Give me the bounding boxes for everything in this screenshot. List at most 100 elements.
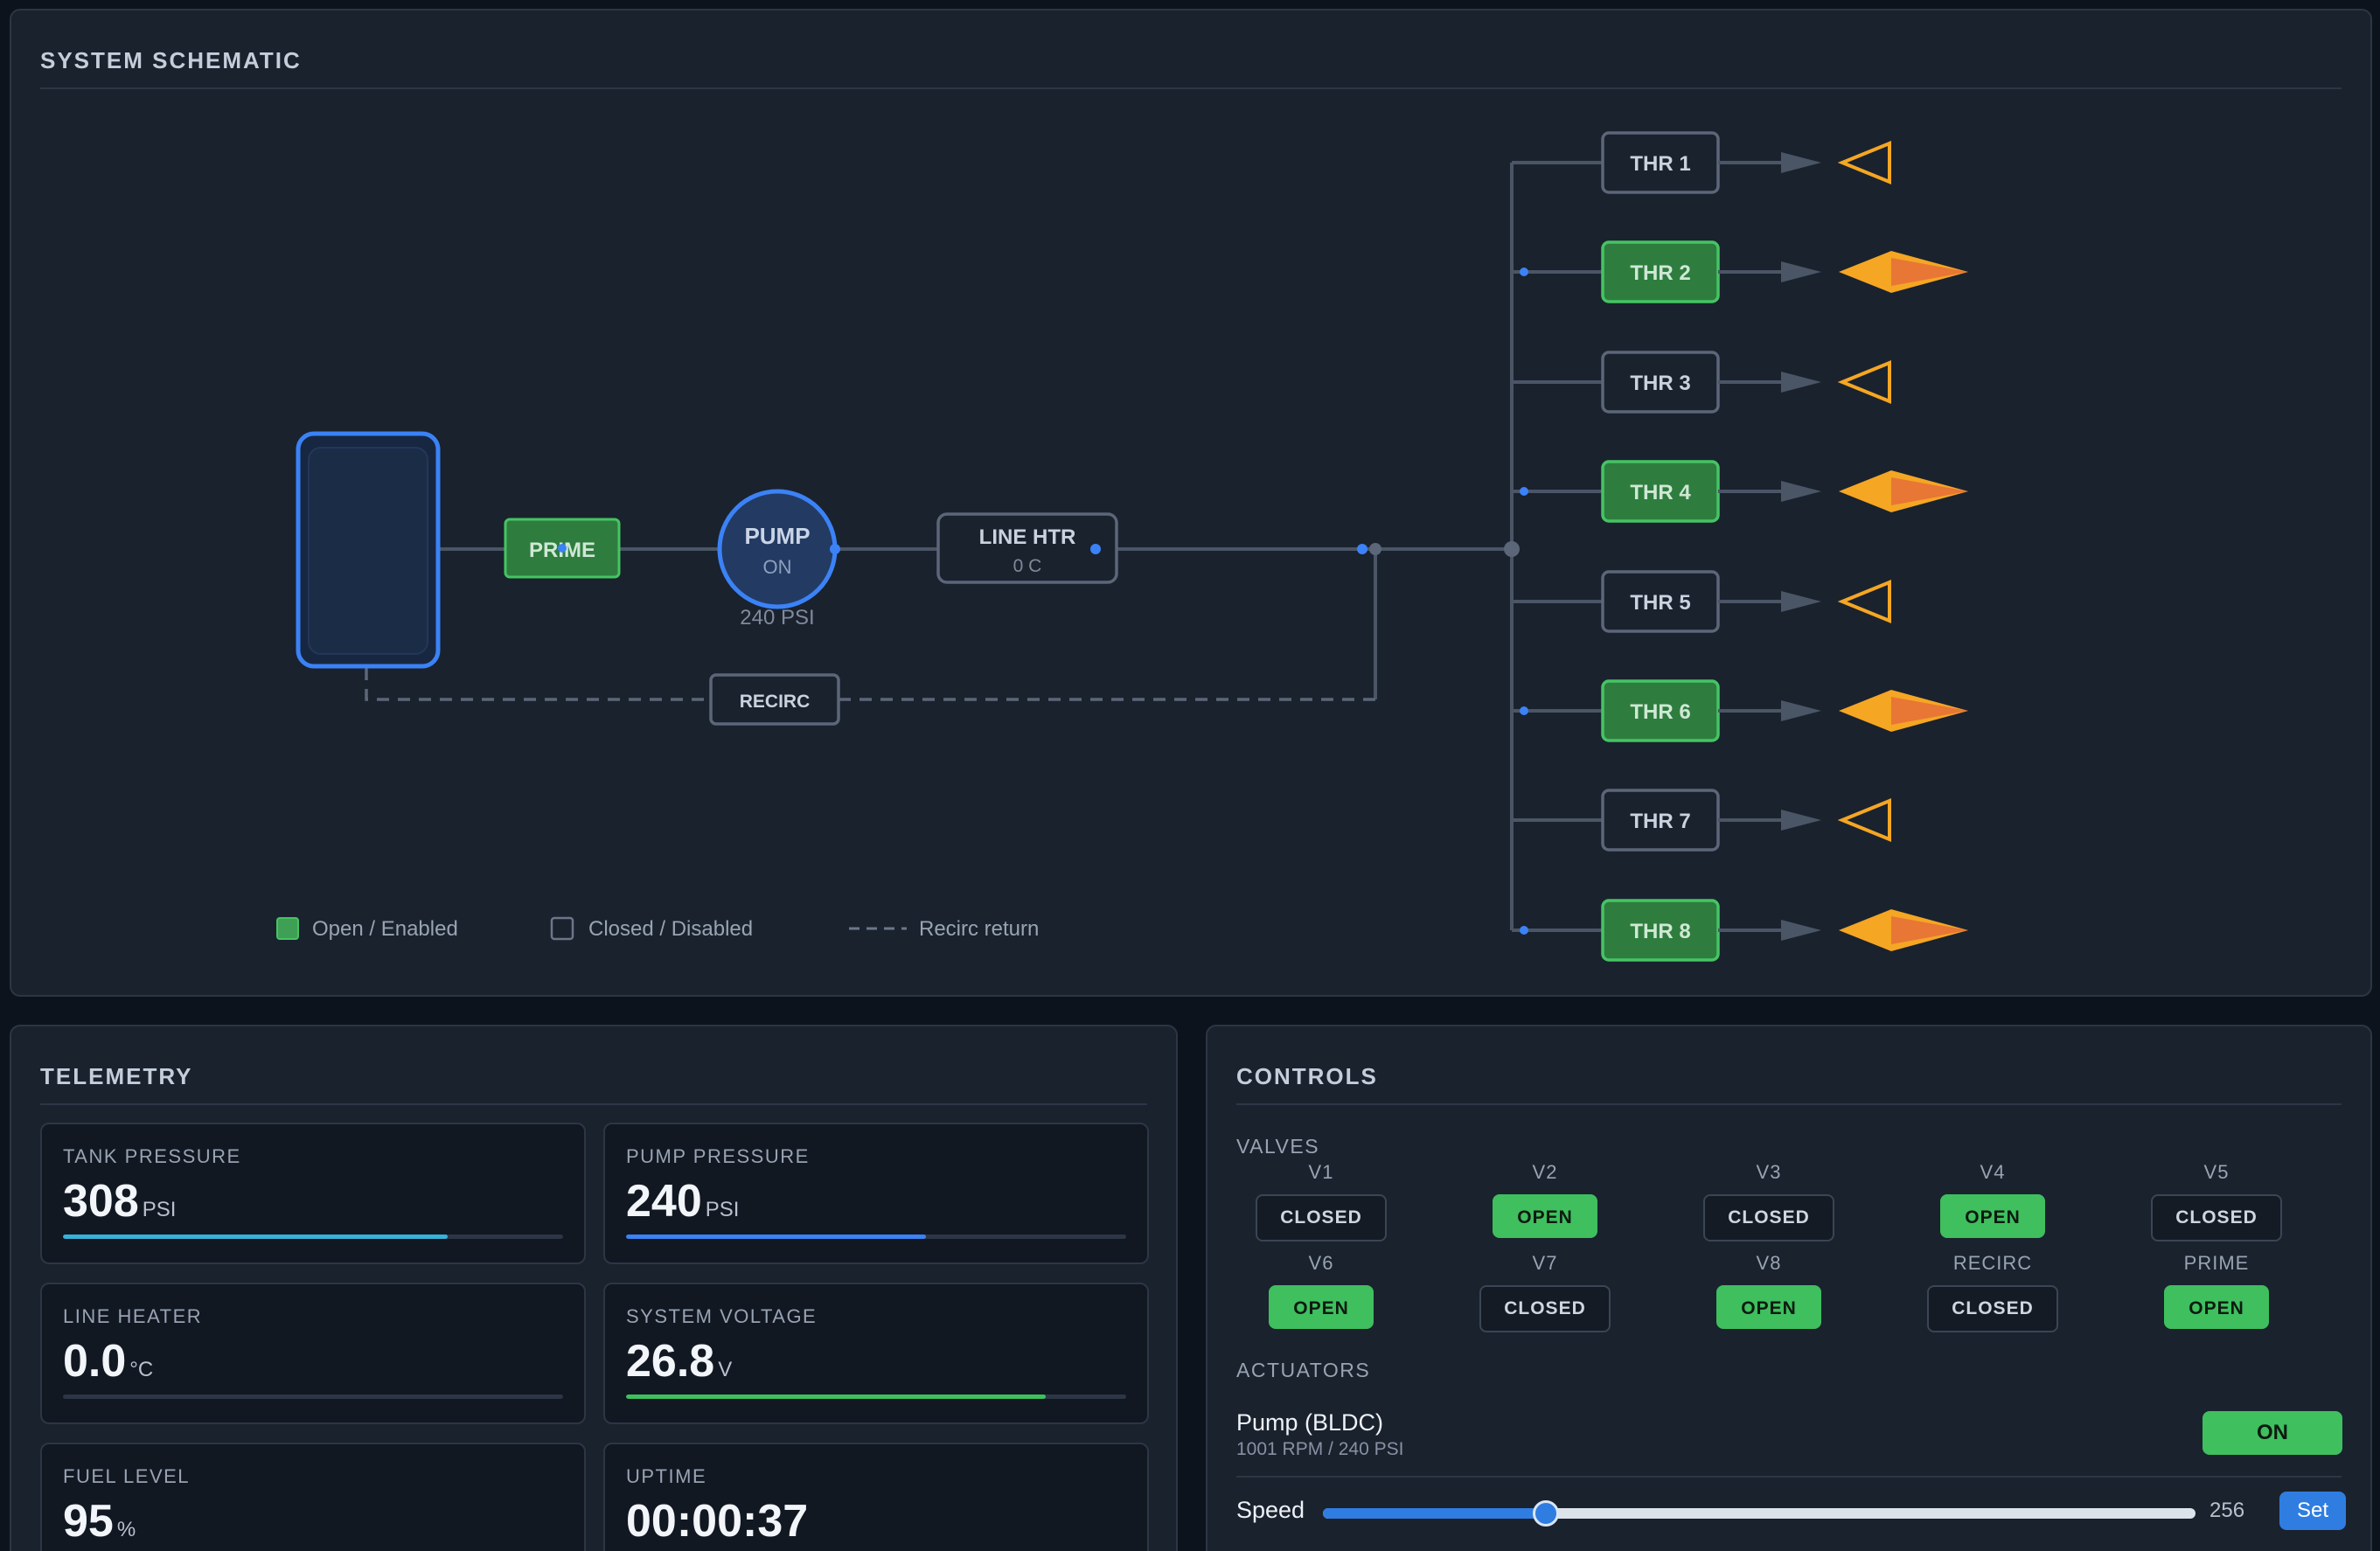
legend-open-label: Open / Enabled — [312, 917, 458, 941]
thruster-2-arrow — [1781, 261, 1821, 282]
speed-slider-thumb[interactable] — [1533, 1500, 1560, 1527]
uptime-value: 00:00:37 — [626, 1496, 809, 1547]
valve-recirc-toggle[interactable]: CLOSED — [1927, 1285, 2058, 1332]
tank-pressure-label: TANK PRESSURE — [63, 1145, 241, 1167]
schematic-diagram: PRIME PUMP ON 240 PSI LINE HTR 0 C RECIR… — [276, 131, 1968, 962]
thruster-1[interactable]: THR 1 — [1512, 131, 1891, 194]
valve-v3-toggle[interactable]: CLOSED — [1703, 1194, 1834, 1241]
controls-divider — [1236, 1103, 2342, 1105]
speed-set-button[interactable]: Set — [2279, 1492, 2346, 1530]
thruster-3-plume-idle — [1837, 360, 1891, 404]
speed-label: Speed — [1236, 1497, 1305, 1523]
valve-recirc: RECIRC CLOSED — [1888, 1252, 2098, 1332]
thruster-bank: THR 1 THR 2 THR 3 THR 4 THR 5 THR 6 THR 7 THR 8 — [1512, 131, 1968, 962]
thruster-6[interactable]: THR 6 — [1512, 679, 1968, 742]
fuel-level-card: FUEL LEVEL 95% — [40, 1443, 586, 1551]
thruster-7-arrow — [1781, 810, 1821, 831]
valve-v5-toggle[interactable]: CLOSED — [2151, 1194, 2282, 1241]
line-heater[interactable]: LINE HTR 0 C — [936, 512, 1118, 584]
valve-v7-toggle[interactable]: CLOSED — [1479, 1285, 1611, 1332]
thruster-4-flow-dot — [1520, 487, 1528, 496]
valve-v5-label: V5 — [2203, 1161, 2230, 1183]
prime-valve[interactable]: PRIME — [504, 518, 621, 579]
thruster-2[interactable]: THR 2 — [1512, 240, 1968, 303]
flow-marker — [1357, 544, 1367, 554]
line-heater-label: LINE HEATER — [63, 1305, 203, 1327]
thruster-2-label: THR 2 — [1630, 261, 1690, 285]
actuators-heading: ACTUATORS — [1236, 1359, 1371, 1381]
valve-v2-toggle[interactable]: OPEN — [1493, 1194, 1597, 1238]
thruster-4[interactable]: THR 4 — [1512, 460, 1968, 523]
recirc-return-line — [365, 668, 1375, 701]
valve-v2-label: V2 — [1532, 1161, 1558, 1183]
valve-v3-label: V3 — [1756, 1161, 1782, 1183]
thruster-3[interactable]: THR 3 — [1512, 351, 1891, 414]
heater-temp: 0 C — [1013, 556, 1042, 576]
uptime-card: UPTIME 00:00:37 — [603, 1443, 1149, 1551]
thruster-4-plume-core — [1891, 477, 1968, 505]
valve-prime-label: PRIME — [2183, 1252, 2250, 1274]
legend-closed-label: Closed / Disabled — [588, 917, 753, 941]
valve-prime: PRIME OPEN — [2112, 1252, 2321, 1329]
thruster-1-plume-idle — [1837, 141, 1891, 184]
thruster-3-arrow — [1781, 372, 1821, 393]
speed-slider-fill — [1323, 1508, 1547, 1519]
thruster-8[interactable]: THR 8 — [1512, 899, 1968, 962]
valve-v8-toggle[interactable]: OPEN — [1716, 1285, 1821, 1329]
pump-pressure: 240 PSI — [740, 606, 814, 629]
valve-recirc-label: RECIRC — [1952, 1252, 2033, 1274]
pump[interactable]: PUMP ON 240 PSI — [717, 489, 840, 629]
tank — [296, 431, 441, 669]
thruster-6-label: THR 6 — [1630, 700, 1690, 724]
thruster-7[interactable]: THR 7 — [1512, 789, 1891, 852]
recirc-junction — [1369, 543, 1381, 555]
heater-label: LINE HTR — [979, 525, 1076, 549]
line-heater-bar — [63, 1395, 563, 1399]
thruster-8-flow-dot — [1520, 926, 1528, 935]
telemetry-title: TELEMETRY — [40, 1063, 193, 1089]
controls-title: CONTROLS — [1236, 1063, 1378, 1089]
recirc-valve[interactable]: RECIRC — [709, 673, 840, 726]
thruster-6-arrow — [1781, 700, 1821, 721]
thruster-5[interactable]: THR 5 — [1512, 570, 1891, 633]
valve-v6-toggle[interactable]: OPEN — [1269, 1285, 1374, 1329]
recirc-valve-label: RECIRC — [740, 692, 811, 712]
valve-v4-toggle[interactable]: OPEN — [1940, 1194, 2045, 1238]
valve-prime-toggle[interactable]: OPEN — [2164, 1285, 2269, 1329]
valve-v1-toggle[interactable]: CLOSED — [1256, 1194, 1387, 1241]
thruster-5-plume-idle — [1837, 580, 1891, 623]
schematic-panel: SYSTEM SCHEMATIC PRIME — [10, 9, 2372, 997]
pump-pressure-bar — [626, 1235, 1126, 1239]
pump-toggle-button[interactable]: ON — [2203, 1411, 2342, 1455]
thruster-5-arrow — [1781, 591, 1821, 612]
pump-pressure-label: PUMP PRESSURE — [626, 1145, 810, 1167]
speed-slider[interactable] — [1323, 1500, 2196, 1527]
line-heater-value: 0.0°C — [63, 1336, 154, 1387]
schematic-divider — [40, 87, 2342, 89]
thruster-6-plume-core — [1891, 697, 1968, 725]
pump-actuator-detail: 1001 RPM / 240 PSI — [1236, 1439, 1404, 1459]
schematic-title: SYSTEM SCHEMATIC — [40, 47, 302, 73]
legend-open-swatch — [276, 917, 299, 940]
thruster-8-arrow — [1781, 920, 1821, 941]
thruster-1-label: THR 1 — [1630, 152, 1690, 176]
legend-closed-swatch — [550, 916, 574, 941]
system-voltage-bar — [626, 1395, 1126, 1399]
pump-label: PUMP — [744, 523, 810, 549]
pump-state: ON — [763, 556, 792, 578]
line-heater-card: LINE HEATER 0.0°C — [40, 1283, 586, 1424]
thruster-8-plume-core — [1891, 916, 1968, 944]
uptime-label: UPTIME — [626, 1465, 707, 1487]
thruster-7-plume-idle — [1837, 798, 1891, 842]
actuator-divider — [1236, 1476, 2342, 1478]
tank-pressure-bar — [63, 1235, 563, 1239]
